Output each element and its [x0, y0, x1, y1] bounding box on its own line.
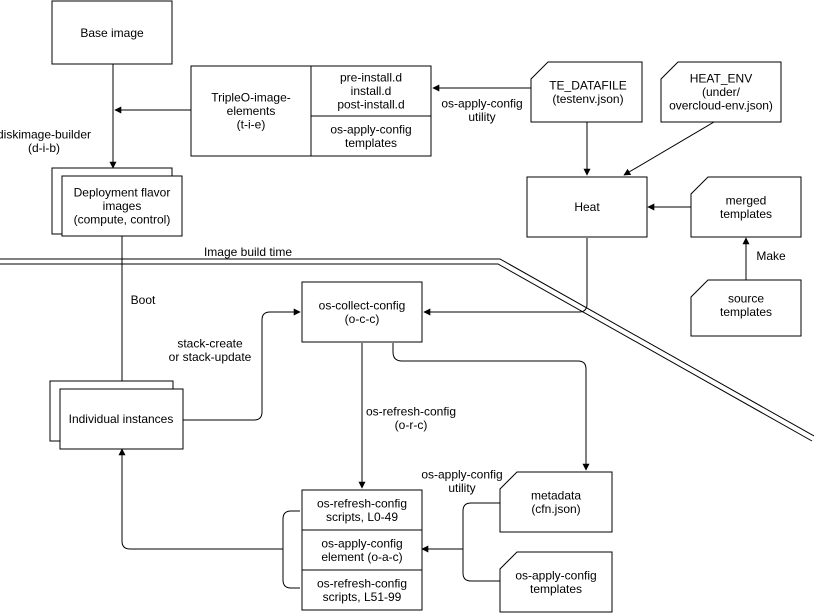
- diskimage-builder-label-line: (d-i-b): [28, 141, 60, 155]
- tie-templates-label-line: templates: [345, 136, 397, 150]
- stack-create-label-line: stack-create: [177, 336, 243, 350]
- oac-utility-top-label-line: utility: [468, 110, 495, 124]
- heat-env-label: HEAT_ENV(under/overcloud-env.json): [669, 72, 773, 113]
- tie-install-label-line: post-install.d: [337, 98, 404, 112]
- diskimage-builder-label-line: diskimage-builder: [0, 127, 91, 141]
- orc-scripts-2-label-line: scripts, L51-99: [323, 590, 402, 604]
- individual-instances-node: Individual instances: [49, 380, 184, 450]
- boot-label: Boot: [131, 293, 156, 307]
- heat-env-node: HEAT_ENV(under/overcloud-env.json): [660, 61, 782, 123]
- oac-utility-top-label-line: os-apply-config: [441, 96, 522, 110]
- metadata-label-line: (cfn.json): [531, 502, 580, 516]
- metadata-node: metadata(cfn.json): [499, 471, 613, 533]
- oac-element-label-line: element (o-a-c): [321, 550, 402, 564]
- os-refresh-config-label-line: os-refresh-config: [366, 404, 456, 418]
- te-datafile-label-line: (testenv.json): [552, 92, 623, 106]
- heat-label-line: Heat: [574, 200, 600, 214]
- orc-scripts-1-label-line: os-refresh-config: [317, 496, 407, 510]
- tripleo-image-elements-node: TripleO-image-elements(t-i-e) pre-instal…: [190, 65, 432, 157]
- heat-env-label-line: (under/: [702, 85, 741, 99]
- base-image-label: Base image: [80, 26, 144, 40]
- tie-name-label-line: (t-i-e): [237, 118, 266, 132]
- source-templates-label-line: templates: [720, 305, 772, 319]
- tie-install-label-line: pre-install.d: [340, 71, 402, 85]
- metadata-label: metadata(cfn.json): [531, 488, 581, 516]
- oac-utility-bottom-label-line: os-apply-config: [421, 467, 502, 481]
- individual-instances-label-line: Individual instances: [69, 412, 174, 426]
- oac-templates-label-line: templates: [530, 582, 582, 596]
- diskimage-builder-label: diskimage-builder(d-i-b): [0, 127, 91, 155]
- deployment-flavor-label-line: images: [103, 199, 142, 213]
- stack-create-label-line: or stack-update: [169, 350, 252, 364]
- merged-templates-label-line: templates: [720, 207, 772, 221]
- source-templates-label-line: source: [728, 291, 764, 305]
- heat-node: Heat: [526, 176, 648, 238]
- tie-templates-label-line: os-apply-config: [330, 122, 411, 136]
- deployment-flavor-label-line: Deployment flavor: [74, 186, 171, 200]
- tie-name-label: TripleO-image-elements(t-i-e): [211, 91, 291, 132]
- tie-name-label-line: TripleO-image-: [211, 91, 291, 105]
- orc-scripts-2-label-line: os-refresh-config: [317, 576, 407, 590]
- oac-utility-bottom-label-line: utility: [448, 481, 475, 495]
- edge-occ-to-metadata: [392, 343, 590, 471]
- heat-env-label-line: HEAT_ENV: [690, 72, 752, 86]
- heat-label: Heat: [574, 200, 600, 214]
- base-image-node: Base image: [51, 0, 173, 65]
- os-collect-config-label-line: os-collect-config: [319, 298, 406, 312]
- edge-heatenv-to-heat: [623, 121, 715, 176]
- make-label-line: Make: [756, 249, 786, 263]
- te-datafile-label-line: TE_DATAFILE: [549, 78, 627, 92]
- os-refresh-config-label-line: (o-r-c): [395, 418, 428, 432]
- image-build-time-label-line: Image build time: [204, 245, 292, 259]
- orc-scripts-1-label-line: scripts, L0-49: [326, 510, 398, 524]
- edge-scripts-to-instances: [282, 510, 300, 589]
- heat-env-label-line: overcloud-env.json): [669, 99, 773, 113]
- os-refresh-config-label: os-refresh-config(o-r-c): [366, 404, 456, 432]
- edge-scripts-return: [118, 448, 283, 550]
- tie-name-label-line: elements: [227, 104, 276, 118]
- boot-label-line: Boot: [131, 293, 156, 307]
- make-label: Make: [756, 249, 786, 263]
- edge-instances-to-occ: [183, 308, 301, 421]
- te-datafile-label: TE_DATAFILE(testenv.json): [549, 78, 627, 106]
- os-collect-config-label: os-collect-config(o-c-c): [319, 298, 406, 326]
- image-build-time-line-2: [0, 263, 813, 442]
- edge-labels: diskimage-builder(d-i-b) os-apply-config…: [0, 96, 786, 495]
- base-image-label-line: Base image: [80, 26, 144, 40]
- edges: [0, 64, 814, 589]
- image-build-time-label: Image build time: [204, 245, 292, 259]
- os-collect-config-node: os-collect-config(o-c-c): [301, 281, 423, 343]
- tie-install-label-line: install.d: [351, 84, 392, 98]
- merged-templates-label-line: merged: [726, 193, 767, 207]
- os-collect-config-label-line: (o-c-c): [345, 312, 380, 326]
- oac-templates-label-line: os-apply-config: [515, 568, 596, 582]
- deployment-flavor-label-line: (compute, control): [74, 213, 171, 227]
- individual-instances-label: Individual instances: [69, 412, 174, 426]
- oac-element-label-line: os-apply-config: [321, 536, 402, 550]
- metadata-label-line: metadata: [531, 488, 581, 502]
- edge-oac-utility-bracket: [462, 502, 500, 582]
- image-build-time-line-1: [0, 258, 814, 437]
- edge-heat-to-occ: [423, 238, 588, 316]
- te-datafile-node: TE_DATAFILE(testenv.json): [530, 61, 643, 123]
